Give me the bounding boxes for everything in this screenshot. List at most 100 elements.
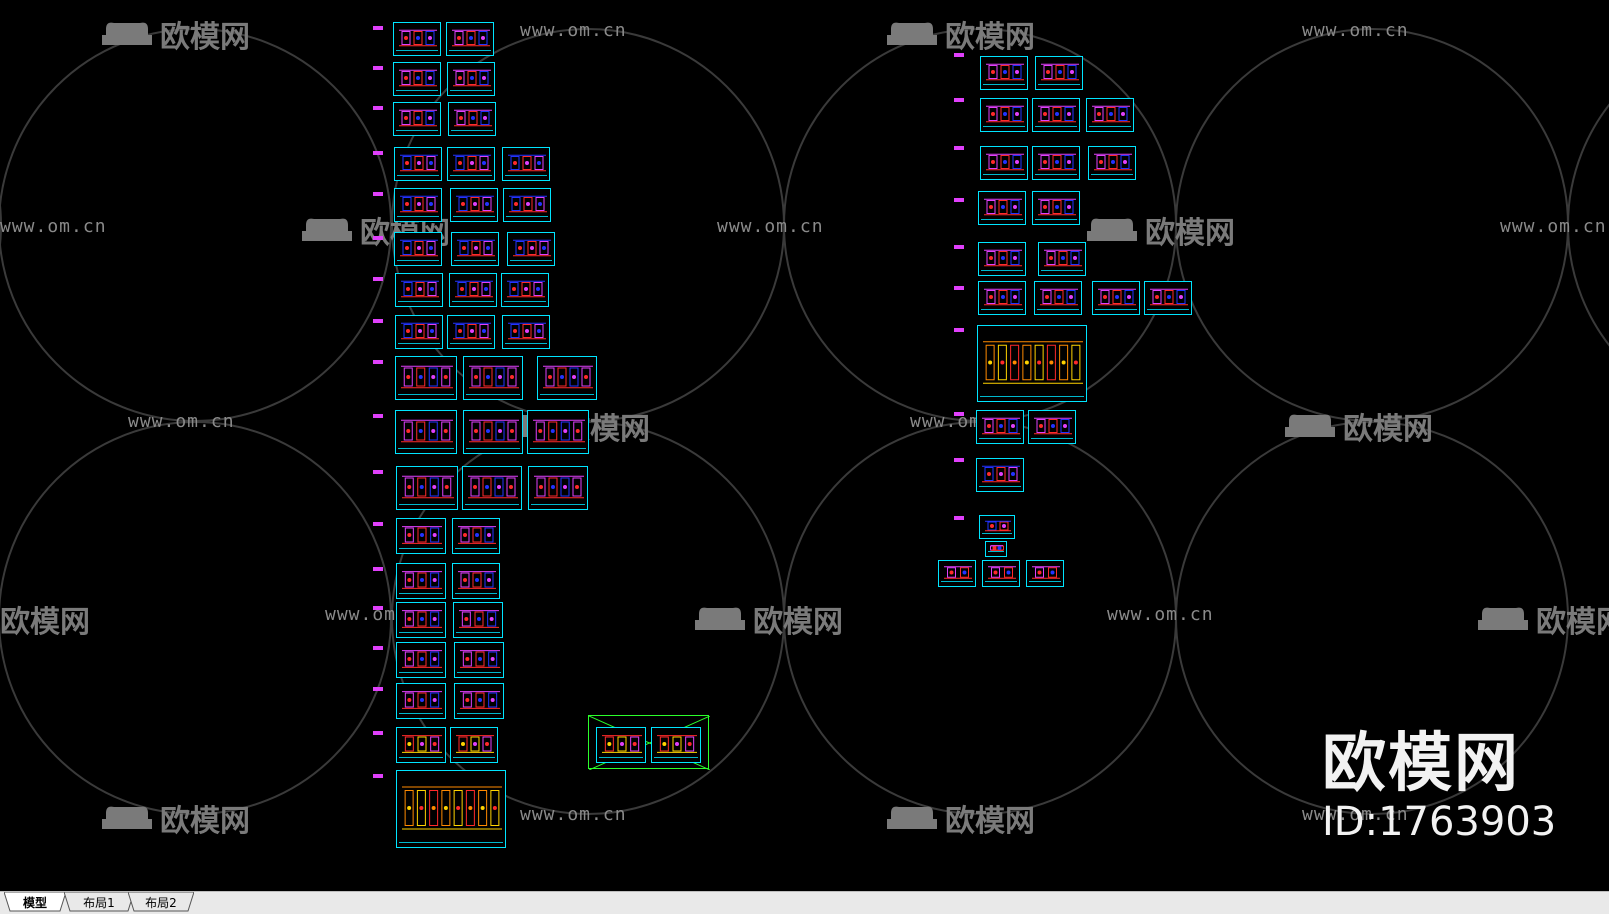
watermark-logo-text: 欧模网 [0, 605, 90, 640]
title-block [398, 394, 454, 398]
watermark-url: www.om.cn [1500, 216, 1607, 237]
title-block [450, 343, 492, 347]
sofa-icon [102, 22, 152, 45]
drawing-sheet [447, 62, 495, 96]
title-block [1041, 270, 1083, 274]
drawing-sheets-layer [373, 22, 1192, 848]
watermark-url: www.om.cn [1302, 804, 1409, 825]
drawing-sheet [463, 410, 523, 454]
tab-model[interactable]: 模型 [4, 892, 66, 912]
sheet-drawing [458, 526, 496, 544]
drawing-sheet [528, 466, 588, 510]
row-label-tag [373, 646, 383, 650]
title-block [979, 438, 1021, 442]
title-block [449, 50, 491, 54]
drawing-sheet [450, 188, 498, 222]
drawing-sheet [1032, 191, 1080, 225]
drawing-sheet [1034, 281, 1082, 315]
title-block [1035, 219, 1077, 223]
sofa-icon [887, 806, 937, 829]
drawing-sheet [452, 518, 500, 554]
title-block [455, 593, 497, 597]
drawing-sheet [396, 642, 446, 678]
row-label-tag [954, 98, 964, 102]
title-block [457, 672, 501, 676]
drawing-sheet [393, 62, 441, 96]
title-block [985, 581, 1017, 585]
sheet-drawing [543, 365, 593, 389]
sheet-drawing [401, 280, 439, 298]
title-block [654, 757, 698, 761]
watermark-logo: 欧模网 [1476, 597, 1609, 641]
drawing-sheet [976, 410, 1024, 444]
sheet-drawing [1032, 566, 1060, 579]
sheet-drawing [533, 419, 585, 443]
sheet-drawing [454, 109, 492, 127]
watermark-logo: 欧模网 [885, 796, 1035, 840]
watermark-logo: 欧模网 [100, 12, 250, 56]
brand-id: ID:1763903 [1322, 799, 1557, 845]
drawing-sheet [462, 466, 522, 510]
row-label-tag [373, 66, 383, 70]
title-block [399, 504, 455, 508]
drawing-sheet [980, 146, 1028, 180]
sheet-drawing [459, 610, 499, 628]
sheet-drawing [402, 526, 442, 544]
title-block [599, 757, 643, 761]
title-block [397, 260, 439, 264]
drawing-sheet [596, 727, 646, 763]
row-label-tag [373, 106, 383, 110]
sofa-icon [887, 22, 937, 45]
title-block [981, 270, 1023, 274]
sheet-drawing [657, 735, 697, 753]
row-label-tag [373, 192, 383, 196]
title-block [398, 301, 440, 305]
drawing-sheet [502, 315, 550, 349]
drawing-sheet [393, 102, 441, 136]
sheet-drawing [990, 545, 1004, 551]
sheet-drawing [507, 280, 545, 298]
tab-layout2[interactable]: 布局2 [128, 892, 194, 912]
row-label-tag [373, 774, 383, 778]
sofa-icon [695, 607, 745, 630]
watermark-logo-text: 欧模网 [160, 20, 250, 55]
drawing-sheet [502, 147, 550, 181]
row-label-tag [373, 414, 383, 418]
sheet-drawing [469, 365, 519, 389]
drawing-sheet [450, 727, 498, 763]
sheet-drawing [460, 650, 500, 668]
sofa-icon [302, 218, 352, 241]
tab-layout1[interactable]: 布局1 [64, 892, 134, 912]
watermark-logo-text: 欧模网 [1145, 216, 1235, 251]
drawing-sheet [978, 191, 1026, 225]
sheet-drawing [455, 280, 493, 298]
row-label-tag [954, 53, 964, 57]
title-block [399, 757, 443, 761]
title-block [979, 486, 1021, 490]
row-label-tag [373, 277, 383, 281]
title-block [398, 448, 454, 452]
drawing-sheet [454, 683, 504, 719]
row-label-tag [373, 567, 383, 571]
sheet-drawing [986, 105, 1024, 123]
title-block [981, 309, 1023, 313]
tab-layout1-label: 布局1 [83, 895, 115, 910]
sheet-drawing [402, 786, 502, 830]
drawing-sheet [395, 315, 443, 349]
title-block [505, 175, 547, 179]
sheet-drawing [453, 154, 491, 172]
title-block [452, 301, 494, 305]
sheet-drawing [457, 239, 495, 257]
sheet-drawing [399, 29, 437, 47]
drawing-sheet [395, 273, 443, 307]
sheet-drawing [509, 195, 547, 213]
watermark-url: www.om.cn [520, 20, 627, 41]
drawing-sheet [449, 273, 497, 307]
title-block [451, 130, 493, 134]
drawing-sheet [1032, 98, 1080, 132]
drawing-sheet [527, 410, 589, 454]
title-block [1037, 309, 1079, 313]
row-label-tag [373, 731, 383, 735]
sheet-drawing [944, 566, 972, 579]
